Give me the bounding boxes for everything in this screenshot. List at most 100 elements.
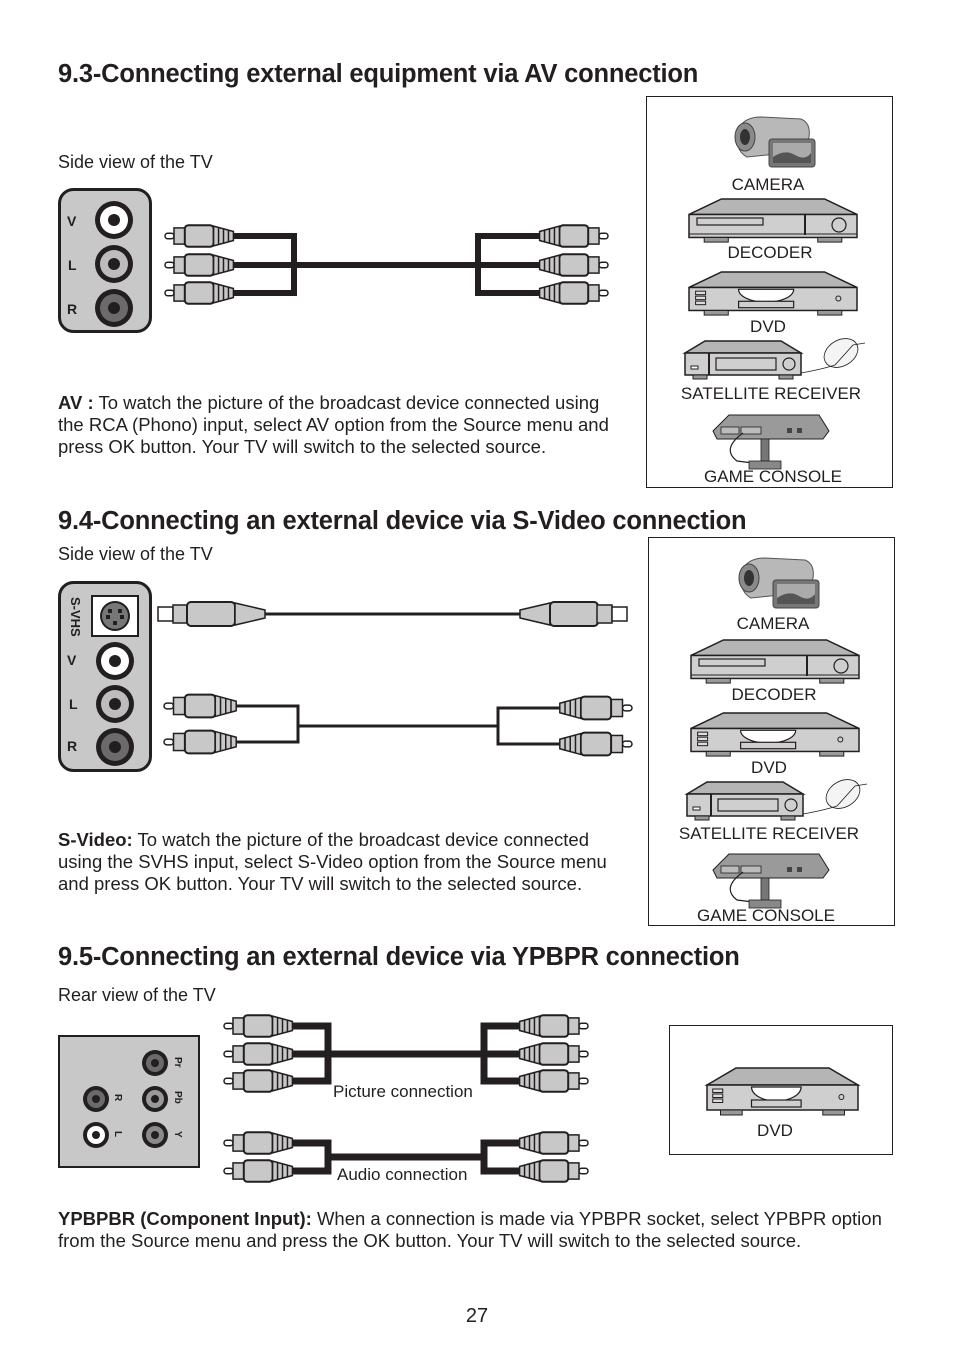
svhs-plug-collar xyxy=(172,604,189,624)
slot xyxy=(720,426,740,435)
knob xyxy=(831,217,847,233)
description-text-svideo: To watch the picture of the broadcast de… xyxy=(58,829,607,894)
button xyxy=(787,867,792,872)
rca-jack-y-icon[interactable] xyxy=(142,1122,168,1148)
joystick xyxy=(760,877,770,901)
button xyxy=(797,867,802,872)
section-title-av: 9.3-Connecting external equipment via AV… xyxy=(58,60,699,88)
button xyxy=(712,1098,724,1103)
device-foot xyxy=(819,677,845,684)
rca-jack-left-icon[interactable] xyxy=(96,685,134,723)
description-av: AV : To watch the picture of the broadca… xyxy=(58,392,623,458)
device-label-satellite-receiver: SATELLITE RECEIVER xyxy=(678,824,860,843)
tray-slot xyxy=(698,658,766,667)
button xyxy=(695,300,707,306)
camera-icon xyxy=(734,116,816,168)
device-label-decoder: DECODER xyxy=(731,685,817,704)
device-foot xyxy=(819,750,845,757)
section-title-svideo: 9.4-Connecting an external device via S-… xyxy=(58,507,747,535)
rca-plug-icon xyxy=(559,695,633,721)
decoder-icon xyxy=(690,639,860,684)
panel-label-svhs: S-VHS xyxy=(68,597,83,637)
rca-plug-icon xyxy=(164,224,235,248)
rca-jack-left-icon[interactable] xyxy=(95,245,133,283)
camera-icon xyxy=(738,557,820,609)
rca-jack-pr-icon[interactable] xyxy=(142,1050,168,1076)
panel-label-r: R xyxy=(67,301,77,317)
rca-plug-icon xyxy=(223,1069,294,1093)
led xyxy=(690,365,699,370)
view-caption-ypbpr: Rear view of the TV xyxy=(58,985,216,1005)
device-foot xyxy=(720,1109,743,1116)
joystick xyxy=(760,438,770,462)
panel-label-r: R xyxy=(112,1094,123,1102)
rca-jack-l-icon[interactable] xyxy=(83,1122,109,1148)
display xyxy=(717,798,779,812)
svhs-cable-icon xyxy=(157,601,628,627)
rca-plug-icon xyxy=(538,224,609,248)
device-foot xyxy=(703,236,729,243)
device-foot xyxy=(780,815,796,821)
device-label-dvd: DVD xyxy=(757,1121,793,1140)
rca-plug-icon xyxy=(163,729,237,755)
device-top xyxy=(688,198,858,216)
satellite-receiver-icon xyxy=(682,338,866,380)
dvd-player-icon xyxy=(704,1067,861,1116)
display xyxy=(715,357,777,371)
page-number: 27 xyxy=(465,1305,489,1327)
rca-plug-icon xyxy=(163,693,237,719)
tv-side-panel-svideo: S-VHS V L R xyxy=(58,581,152,772)
camera-lens-glass xyxy=(740,129,750,145)
button xyxy=(697,731,709,737)
rca-jack-right-icon[interactable] xyxy=(95,289,133,327)
device-box-svideo: CAMERA DECODER DVD SATELLITE RECEIVER GA… xyxy=(648,537,895,926)
rca-jack-right-icon[interactable] xyxy=(96,728,134,766)
camera-screen-landscape xyxy=(777,593,815,604)
button xyxy=(695,290,707,296)
decoder-icon xyxy=(688,198,858,243)
slot xyxy=(740,865,762,874)
device-label-camera: CAMERA xyxy=(736,614,810,633)
panel-label-l: L xyxy=(68,257,77,273)
slot xyxy=(720,865,740,874)
button xyxy=(695,295,707,301)
component-picture-cable-icon xyxy=(223,1014,589,1093)
tray xyxy=(737,300,795,309)
rca-jack-r-icon[interactable] xyxy=(83,1086,109,1112)
device-top xyxy=(690,712,860,730)
component-audio-cable-icon xyxy=(223,1131,589,1183)
rca-plug-icon xyxy=(223,1131,294,1155)
device-foot xyxy=(694,815,710,821)
led xyxy=(692,806,701,811)
rca-plug-icon xyxy=(538,281,609,305)
tray xyxy=(739,741,797,750)
power-button xyxy=(838,1094,845,1100)
device-top xyxy=(688,271,858,289)
button xyxy=(712,1093,724,1098)
rca-plug-icon xyxy=(164,253,235,277)
rca-jack-video-icon[interactable] xyxy=(95,201,133,239)
device-box-av: CAMERA DECODER DVD SATELLITE RECEIVER GA… xyxy=(646,96,893,488)
panel-label-v: V xyxy=(67,213,77,229)
device-foot xyxy=(778,374,794,380)
panel-label-v: V xyxy=(67,652,77,668)
dvd-player-icon xyxy=(690,712,860,757)
device-top xyxy=(704,1067,861,1086)
device-foot xyxy=(817,236,843,243)
rca-jack-pb-icon[interactable] xyxy=(142,1086,168,1112)
svhs-jack-icon[interactable] xyxy=(100,601,130,631)
device-label-game-console: GAME CONSOLE xyxy=(704,467,842,486)
button xyxy=(697,741,709,747)
description-ypbpr: YPBPBR (Component Input): When a connect… xyxy=(58,1208,903,1252)
device-top xyxy=(690,639,860,657)
device-foot xyxy=(703,309,729,316)
device-top xyxy=(682,340,804,354)
device-label-decoder: DECODER xyxy=(727,243,813,262)
device-foot xyxy=(817,309,843,316)
svhs-plug-strain xyxy=(234,602,266,626)
description-lead-ypbpr: YPBPBR (Component Input): xyxy=(58,1208,312,1229)
rca-jack-video-icon[interactable] xyxy=(96,642,134,680)
satellite-receiver-icon xyxy=(684,779,868,821)
device-foot xyxy=(705,750,731,757)
view-caption-svideo: Side view of the TV xyxy=(58,544,213,564)
